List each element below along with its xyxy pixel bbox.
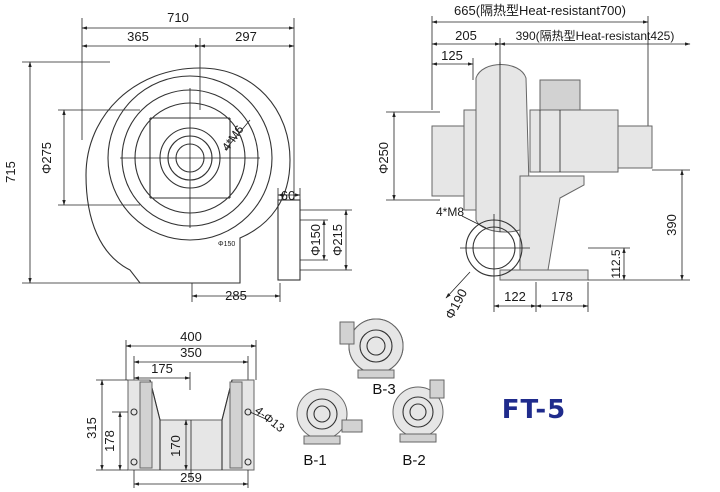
side-base [499,269,589,281]
dim-170: 170 [168,435,183,457]
dim-715: 715 [3,161,18,183]
model-label: FT-5 [502,395,567,425]
label-b3: B-3 [372,381,395,398]
dim-4m6: 4*M6 [219,122,247,153]
inlet-cone [431,125,465,197]
dim-315: 315 [84,417,99,439]
label-b1: B-1 [303,452,326,469]
dim-350: 350 [180,345,202,360]
dim-365: 365 [127,29,149,44]
mount-hole [244,408,252,416]
dim-297: 297 [235,29,257,44]
dim-125: 125 [441,48,463,63]
dim-4phi13: 4-Φ13 [252,403,287,435]
dim-phi215: Φ215 [330,224,345,256]
dim-60: 60 [281,188,295,203]
dim-phi190: Φ190 [442,286,470,321]
mount-hole [130,458,138,466]
dim-phi275: Φ275 [39,142,54,174]
outlet-flange [277,199,301,281]
dim-400: 400 [180,329,202,344]
terminal-box [539,79,581,111]
orientation-b2: B-2 [392,379,445,469]
orientation-b1: B-1 [296,388,363,469]
mount-hole [244,458,252,466]
motor-body [529,109,619,173]
mount-hole [130,408,138,416]
dim-122: 122 [504,289,526,304]
label-b2: B-2 [402,452,425,469]
dim-112-5: 112.5 [609,249,623,278]
base-view: 400 350 175 315 178 170 259 4-Φ13 [84,329,288,488]
side-view: 665(隔热型Heat-resistant700) 205 390(隔热型Hea… [376,3,691,322]
front-view: 710 365 297 715 Φ275 4*M6 60 [3,10,352,303]
dim-178v: 178 [102,430,117,452]
dim-phi250: Φ250 [376,142,391,174]
motor-pedestal [519,175,585,271]
dim-175: 175 [151,361,173,376]
dim-259: 259 [180,470,202,485]
motor-fan-cover [617,125,653,169]
dim-phi150: Φ150 [308,224,323,256]
dim-178: 178 [551,289,573,304]
dim-285: 285 [225,288,247,303]
dim-205: 205 [455,28,477,43]
dim-710: 710 [167,10,189,25]
small-phi150: Φ150 [218,241,235,248]
orientation-b3: B-3 [339,318,404,398]
dim-4m8: 4*M8 [436,205,464,219]
dim-390-ht: 390(隔热型Heat-resistant425) [516,29,675,43]
dim-390: 390 [664,214,679,236]
dim-665: 665(隔热型Heat-resistant700) [454,3,626,18]
volute-housing [85,67,291,284]
housing-ring [107,75,273,241]
